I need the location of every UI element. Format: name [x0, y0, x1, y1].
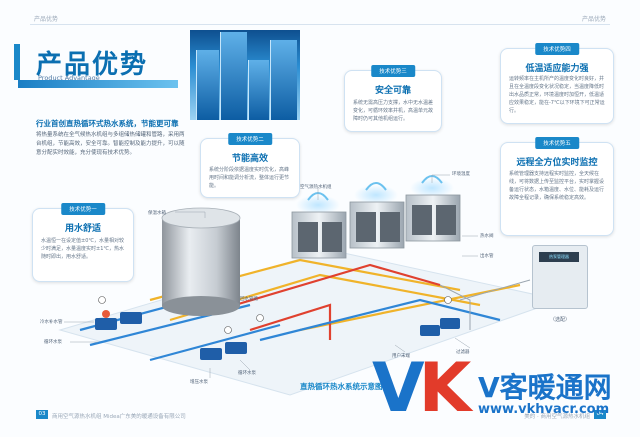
feature-body: 系统分阶段依据温度实时优化，高峰用时间和能调分析流，整体运行更节能。 — [209, 167, 290, 189]
feature-card-2: 技术优势二 节能高效 系统分阶段依据温度实时优化，高峰用时间和能调分析流，整体运… — [200, 133, 300, 198]
feature-body: 系统管理器支持远程实时监控，全天候在线，可将数据上传至监控平台，实时掌握设备运行… — [509, 171, 605, 201]
title-block: 产品优势 Product Advantage — [14, 44, 180, 82]
label-supply-pipe: 出水管 — [480, 254, 494, 259]
feature-tag: 技术优势四 — [535, 43, 579, 55]
page-title: 产品优势 — [36, 50, 149, 80]
feature-title: 低温适应能力强 — [525, 64, 589, 74]
feature-title: 远程全方位实时监控 — [516, 158, 598, 168]
feature-card-5: 技术优势五 远程全方位实时监控 系统管理器支持远程实时监控，全天候在线，可将数据… — [500, 137, 614, 236]
intro-heading: 行业首创直热循环式热水系统，节能更可靠 — [36, 119, 179, 128]
feature-tag: 技术优势三 — [371, 65, 415, 77]
page-number-right: 04 — [594, 410, 606, 419]
pump-group-left — [95, 310, 142, 330]
intro-text: 将热量系统在全气候热水机组与多组储热储罐和管路，采用两台机组，节能高效，安全可靠… — [36, 132, 185, 156]
label-room-temp: 环境温度 — [452, 172, 470, 177]
heat-pump-unit-1 — [291, 192, 347, 259]
watermark-k: K — [418, 349, 472, 428]
label-circ-pump-3: 循环水泵 — [238, 371, 256, 376]
watermark-logo: VK — [372, 355, 471, 423]
heat-pump-unit-3 — [405, 175, 461, 242]
feature-body: 系统无需高压力支撑，水中无水温差变化，可循环效率并机，高温单元故障时仍可其他机组… — [353, 100, 434, 122]
feature-title: 节能高效 — [231, 154, 268, 164]
label-return-pipe: 回水管路 — [240, 297, 258, 302]
pump-group-right — [420, 318, 460, 336]
storage-tank — [161, 207, 241, 316]
thin-connector-pipes — [439, 279, 531, 330]
title-underline — [18, 80, 178, 88]
footer-left: 商用空气源热水机组 Midea广东美的暖通设备有限公司 — [52, 414, 186, 420]
feature-body: 水温恒一在设定值±0℃，水量相对较少时满足，水量温度实时±1℃，热水随时即出，用… — [41, 238, 124, 260]
feature-tag: 技术优势五 — [535, 137, 579, 149]
feature-tag: 技术优势一 — [61, 203, 105, 215]
feature-tag: 技术优势二 — [228, 133, 272, 145]
header-right: 产品优势 — [581, 16, 606, 23]
watermark-v: V — [372, 349, 425, 428]
header-left: 产品优势 — [34, 16, 59, 23]
controller-device: 热泵管理器 （选配） — [532, 245, 588, 323]
label-tank: 保温水箱 — [148, 211, 166, 216]
feature-title: 用水舒适 — [64, 224, 101, 234]
pressure-gauges — [98, 296, 452, 334]
label-hot-valve: 热水阀 — [480, 234, 494, 239]
controller-screen: 热泵管理器 — [539, 252, 579, 262]
feature-title: 安全可靠 — [374, 86, 411, 96]
page-subtitle: Product Advantage — [38, 74, 100, 82]
label-filter: 过滤器 — [456, 350, 470, 355]
feature-card-4: 技术优势四 低温适应能力强 运转频率在主机所产的温度变化时良好，并且在全温度段变… — [500, 43, 614, 124]
feature-body: 运转频率在主机所产的温度变化时良好，并且在全温度段变化状况稳定，当温度降低时出水… — [509, 76, 605, 114]
footer-right: 美的 · 商用空气源热水机组 — [524, 414, 590, 420]
label-outdoor-unit: 空气源热水机组 — [300, 185, 332, 190]
city-buildings-image — [190, 30, 300, 120]
watermark-site-name: V客暖通网 — [478, 371, 612, 404]
feature-card-3: 技术优势三 安全可靠 系统无需高压力支撑，水中无水温差变化，可循环效率并机，高温… — [344, 65, 442, 132]
feature-card-1: 技术优势一 用水舒适 水温恒一在设定值±0℃，水量相对较少时满足，水量温度实时±… — [32, 203, 134, 282]
page-number-left: 03 — [36, 410, 48, 419]
watermark-url: www.vkhvacr.com — [478, 402, 610, 417]
label-user-end: 用户末端 — [392, 354, 410, 359]
label-leaders — [64, 174, 478, 378]
diagram-caption: 直热循环热水系统示意图 — [300, 382, 383, 391]
pump-group-middle — [200, 342, 247, 360]
header-rule — [30, 24, 610, 25]
controller-caption: （选配） — [549, 317, 570, 323]
label-circ-pump-2: 增压水泵 — [190, 380, 208, 385]
label-circ-pump-1: 循环水泵 — [44, 340, 62, 345]
heat-pump-unit-2 — [349, 182, 405, 249]
label-cold-water: 冷水补水管 — [40, 320, 63, 325]
